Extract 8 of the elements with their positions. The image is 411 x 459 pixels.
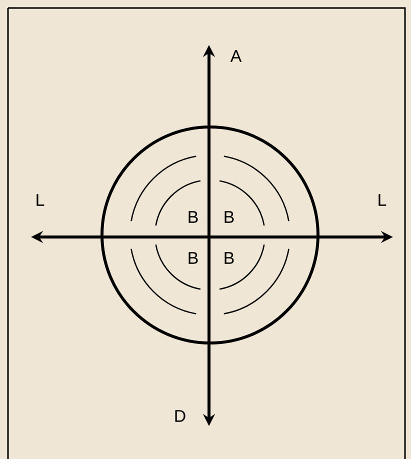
letter-label: A — [230, 50, 242, 62]
letter-label: D — [175, 410, 186, 422]
letter-label: B — [188, 211, 198, 223]
letter-label: L — [378, 194, 386, 206]
letter-label: B — [224, 252, 234, 264]
letter-label: L — [36, 194, 44, 206]
letter-label: B — [224, 211, 234, 223]
letter-label: B — [188, 252, 198, 264]
